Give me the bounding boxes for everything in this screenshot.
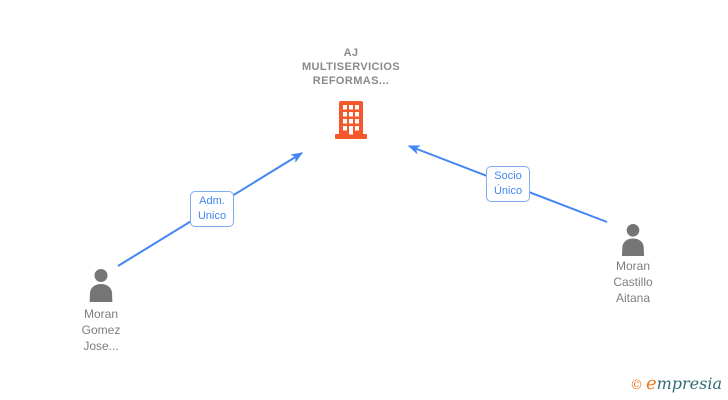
edge-label-adm-unico: Adm. Unico (190, 191, 234, 227)
person-name-line: Castillo (613, 275, 653, 289)
company-node-label[interactable]: AJ MULTISERVICIOS REFORMAS... (276, 46, 426, 88)
copyright-icon: © (629, 378, 643, 393)
person-node-label[interactable]: Moran Castillo Aitana (573, 258, 693, 306)
person-icon[interactable] (87, 269, 115, 302)
edge-label-line: Único (493, 185, 523, 197)
empresia-watermark[interactable]: ©empresia (630, 373, 722, 394)
edge-label-line: Unico (197, 210, 227, 222)
brand-name: mpresia (656, 374, 722, 393)
brand-initial: e (645, 373, 657, 394)
edge-label-socio-unico: Socio Único (486, 166, 530, 202)
edge-label-line: Socio (494, 170, 522, 182)
person-name-line: Moran (615, 259, 650, 273)
person-name-line: Jose... (83, 339, 119, 353)
company-name-line: AJ (343, 47, 359, 59)
person-name-line: Aitana (615, 291, 651, 305)
company-name-line: MULTISERVICIOS (301, 61, 401, 73)
person-name-line: Moran (83, 307, 118, 321)
company-name-line: REFORMAS... (312, 75, 390, 87)
edge-label-line: Adm. (199, 195, 225, 207)
company-building-icon[interactable] (334, 101, 368, 139)
person-name-line: Gomez (81, 323, 121, 337)
person-icon[interactable] (619, 224, 647, 256)
person-node-label[interactable]: Moran Gomez Jose... (41, 306, 161, 354)
